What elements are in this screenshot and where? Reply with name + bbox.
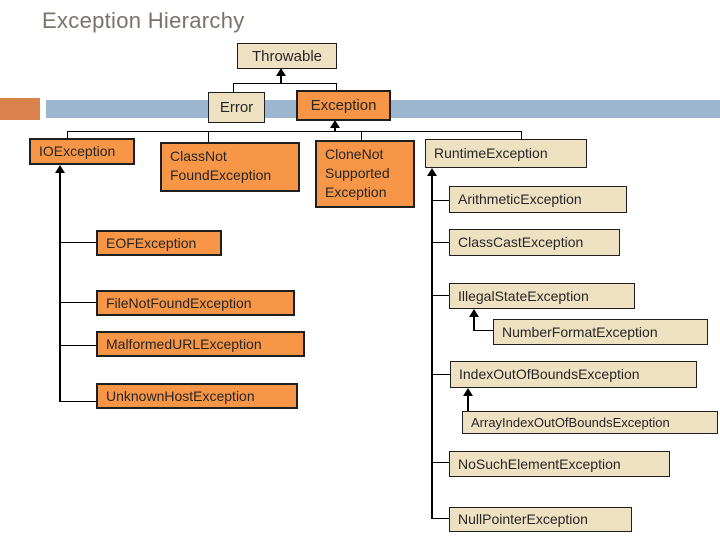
connector-throwable-bracket [233,83,337,84]
node-number-format-exception: NumberFormatException [493,319,708,345]
connector-unknownhost-stub [60,401,96,402]
connector-runtime-drop [521,131,522,139]
connector-arrayindex-arrow-line [467,395,469,411]
node-class-not-found-exception: ClassNot FoundException [160,142,300,192]
connector-classnotfound-drop [208,131,209,142]
node-array-index-out-of-bounds-exception: ArrayIndexOutOfBoundsException [462,411,718,434]
node-file-not-found-exception: FileNotFoundException [96,290,295,316]
arrowhead-to-indexoutofbounds [463,388,473,396]
node-class-cast-exception: ClassCastException [449,229,620,256]
connector-runtime-spine [431,175,433,519]
connector-filenotfound-stub [60,302,96,303]
connector-eof-stub [60,242,96,243]
arrowhead-to-throwable [276,68,286,76]
node-eof-exception: EOFException [96,230,222,256]
page-title: Exception Hierarchy [42,8,245,33]
connector-exception-arrow-line [334,127,336,132]
connector-numberformat-stub [474,330,493,331]
connector-exception-drop [336,83,337,90]
connector-nosuchelement-stub [432,462,450,463]
node-null-pointer-exception: NullPointerException [449,507,632,532]
arrowhead-to-ioexception [55,165,65,173]
node-index-out-of-bounds-exception: IndexOutOfBoundsException [450,361,697,388]
node-throwable: Throwable [237,43,337,69]
connector-classcast-stub [432,242,450,243]
connector-nullpointer-stub [432,518,450,519]
node-io-exception: IOException [29,138,135,165]
node-illegal-state-exception: IllegalStateException [449,283,635,309]
node-unknown-host-exception: UnknownHostException [96,383,298,409]
node-runtime-exception: RuntimeException [425,139,587,168]
connector-ioexception-drop [67,131,68,139]
connector-throwable-arrow-line [280,74,282,83]
node-no-such-element-exception: NoSuchElementException [449,451,670,477]
node-exception: Exception [296,90,391,121]
connector-clonenotsupported-drop [361,131,362,140]
arrowhead-to-illegalstate [469,309,479,317]
arrowhead-to-exception [330,120,340,128]
connector-arithmetic-stub [432,200,450,201]
arrowhead-to-runtime [427,168,437,176]
connector-ioexception-spine [59,172,61,402]
connector-illegalstate-stub [432,295,450,296]
connector-malformedurl-stub [60,345,96,346]
node-malformed-url-exception: MalformedURLException [96,331,305,357]
connector-error-drop [233,83,234,92]
node-arithmetic-exception: ArithmeticException [449,186,627,213]
accent-bar-orange [0,98,40,120]
node-error: Error [208,92,265,123]
connector-numberformat-arrow-line [473,316,475,331]
connector-indexoutofbounds-stub [432,374,451,375]
node-clone-not-supported-exception: CloneNot Supported Exception [315,140,415,208]
connector-exception-bracket [67,131,522,132]
